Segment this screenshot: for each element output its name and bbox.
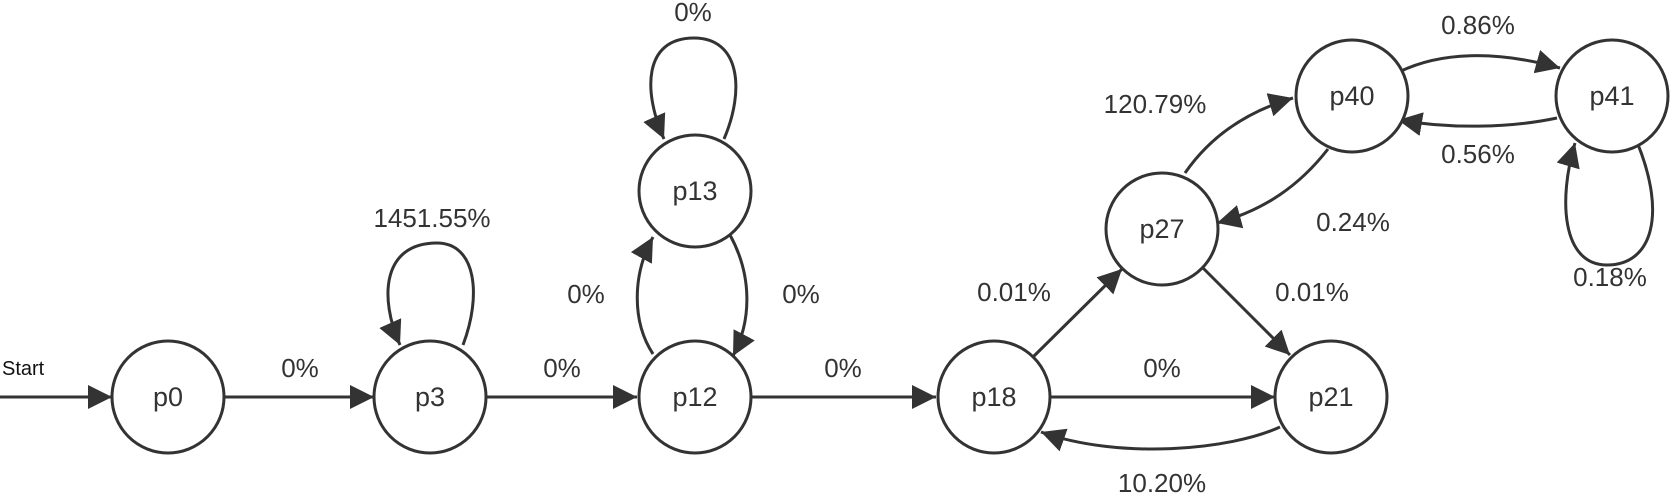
edge-label-p3-p3: 1451.55% bbox=[373, 203, 490, 233]
edge-p18-p21: 0% bbox=[1050, 353, 1275, 409]
edge-label-p41-p41: 0.18% bbox=[1573, 262, 1647, 292]
edge-label-p0-p3: 0% bbox=[281, 353, 319, 383]
edge-label-p13-p12: 0% bbox=[782, 279, 820, 309]
edge-label-p12-p13: 0% bbox=[567, 279, 605, 309]
edge-p27-p21: 0.01% bbox=[1201, 266, 1349, 357]
svg-text:p3: p3 bbox=[415, 382, 445, 412]
svg-text:p13: p13 bbox=[672, 176, 717, 206]
edge-p12-p13: 0% bbox=[567, 236, 655, 355]
node-p27: p27 bbox=[1104, 171, 1220, 287]
edge-label-p3-p12: 0% bbox=[543, 353, 581, 383]
node-p41: p41 bbox=[1554, 38, 1670, 154]
node-p21: p21 bbox=[1273, 339, 1389, 455]
svg-text:p0: p0 bbox=[153, 382, 183, 412]
start-edge: Start bbox=[0, 358, 112, 409]
edge-p13-p12: 0% bbox=[728, 234, 820, 357]
edge-p13-p13: 0% bbox=[643, 0, 738, 140]
edge-label-p12-p18: 0% bbox=[824, 353, 862, 383]
edge-label-p40-p41: 0.86% bbox=[1441, 10, 1515, 40]
edge-p40-p41: 0.86% bbox=[1398, 10, 1561, 74]
node-p3: p3 bbox=[372, 339, 488, 455]
edge-p3-p3: 1451.55% bbox=[373, 203, 491, 346]
node-p12: p12 bbox=[637, 339, 753, 455]
start-label: Start bbox=[2, 358, 45, 380]
edge-p3-p12: 0% bbox=[486, 353, 637, 409]
edge-label-p13-p13: 0% bbox=[674, 0, 712, 27]
edge-p27-p40: 120.79% bbox=[1104, 89, 1294, 174]
edge-label-p21-p18: 10.20% bbox=[1118, 468, 1206, 494]
edge-label-p27-p21: 0.01% bbox=[1275, 277, 1349, 307]
svg-text:p41: p41 bbox=[1589, 81, 1634, 111]
nodes: p0 p3 p12 p13 p18 p21 p27 p40 bbox=[110, 38, 1670, 455]
svg-text:p12: p12 bbox=[672, 382, 717, 412]
edge-label-p18-p21: 0% bbox=[1143, 353, 1181, 383]
node-p13: p13 bbox=[637, 133, 753, 249]
svg-text:p27: p27 bbox=[1139, 214, 1184, 244]
edge-label-p27-p40: 120.79% bbox=[1104, 89, 1207, 119]
edge-label-p40-p27: 0.24% bbox=[1316, 207, 1390, 237]
edge-p41-p41: 0.18% bbox=[1556, 141, 1655, 292]
svg-text:p21: p21 bbox=[1308, 382, 1353, 412]
edge-p21-p18: 10.20% bbox=[1040, 425, 1281, 494]
node-p18: p18 bbox=[936, 339, 1052, 455]
edge-p12-p18: 0% bbox=[751, 353, 936, 409]
svg-text:p18: p18 bbox=[971, 382, 1016, 412]
node-p40: p40 bbox=[1294, 38, 1410, 154]
svg-text:p40: p40 bbox=[1329, 81, 1374, 111]
edge-p40-p27: 0.24% bbox=[1216, 148, 1390, 237]
edge-p41-p40: 0.56% bbox=[1397, 112, 1558, 169]
edge-label-p18-p27: 0.01% bbox=[977, 277, 1051, 307]
edge-label-p41-p40: 0.56% bbox=[1441, 139, 1515, 169]
edge-p0-p3: 0% bbox=[224, 353, 374, 409]
node-p0: p0 bbox=[110, 339, 226, 455]
edge-p18-p27: 0.01% bbox=[977, 267, 1124, 358]
edges: 0% 1451.55% 0% 0% 0% 0% 0% 0% bbox=[224, 0, 1655, 494]
